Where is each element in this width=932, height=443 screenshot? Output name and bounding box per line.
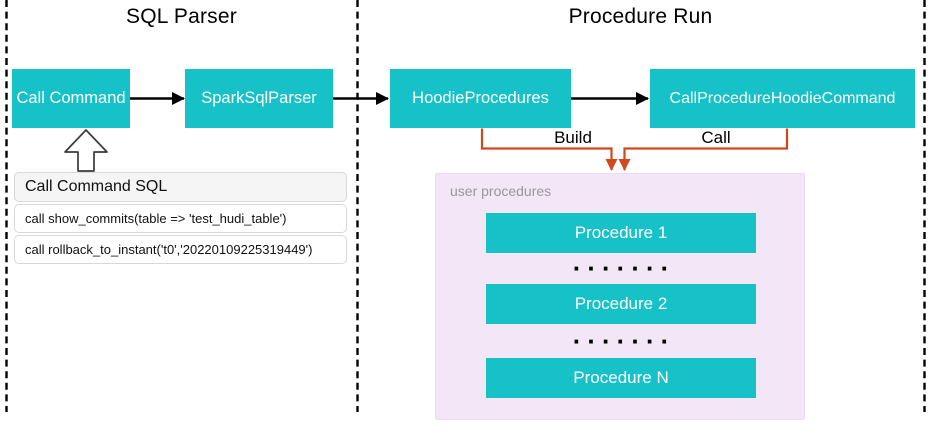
- ellipsis-row: ·······: [572, 253, 676, 283]
- sql-statement-show-commits: call show_commits(table => 'test_hudi_ta…: [14, 204, 347, 233]
- node-call-procedure-hoodie-command: CallProcedureHoodieCommand: [650, 69, 915, 128]
- hollow-up-arrow-icon: [64, 129, 108, 172]
- edge-label-build: Build: [554, 128, 592, 147]
- section-title-sql-parser: SQL Parser: [126, 5, 237, 28]
- edge-label-call: Call: [701, 128, 731, 147]
- user-procedures-label: user procedures: [450, 183, 552, 199]
- node-procedure-2: Procedure 2: [486, 284, 756, 324]
- node-procedure-1: Procedure 1: [486, 213, 756, 253]
- ellipsis-row: ·······: [572, 325, 676, 356]
- node-hoodie-procedures: HoodieProcedures: [390, 69, 571, 128]
- user-procedures-container: user procedures Procedure 1 ······· Proc…: [435, 173, 805, 420]
- node-procedure-n: Procedure N: [486, 358, 756, 398]
- sql-statement-rollback: call rollback_to_instant('t0','202201092…: [14, 235, 347, 264]
- node-spark-sql-parser: SparkSqlParser: [185, 69, 333, 128]
- section-title-procedure-run: Procedure Run: [568, 5, 713, 28]
- sql-panel-title: Call Command SQL: [14, 172, 347, 202]
- node-call-command: Call Command: [12, 69, 130, 128]
